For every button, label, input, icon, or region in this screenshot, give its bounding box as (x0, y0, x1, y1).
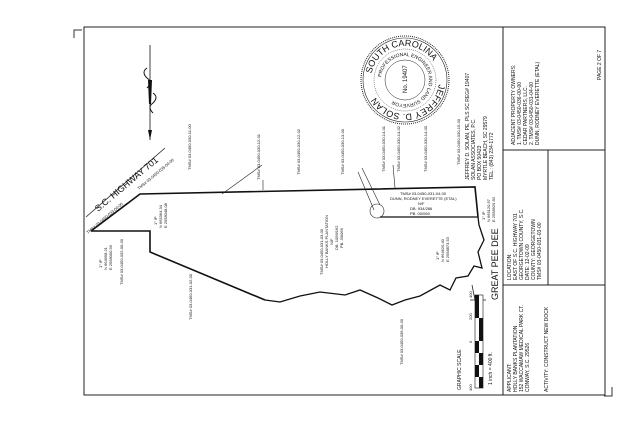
svg-text:DB. 934/286: DB. 934/286 (410, 206, 433, 211)
page-number: PAGE 2 OF 7 (597, 50, 603, 80)
svg-text:PO BOX 50423: PO BOX 50423 (477, 145, 483, 180)
svg-text:1" IP: 1" IP (98, 259, 103, 268)
svg-text:200: 200 (468, 313, 473, 320)
svg-text:SOLAN ASSOCIATES, P.C.: SOLAN ASSOCIATES, P.C. (471, 118, 477, 180)
dunn-parcel-label: TMS# 03-0450-031-04-00 DUNN, RODNEY EVER… (390, 191, 457, 216)
north-arrow-icon (143, 45, 157, 140)
svg-text:N/F: N/F (329, 238, 334, 245)
svg-text:PB. 30/069: PB. 30/069 (339, 227, 344, 248)
svg-text:1. TMS# 03-0450-036-00-00: 1. TMS# 03-0450-036-00-00 (517, 82, 523, 145)
highway-line (85, 147, 166, 218)
tms-label: TMS# 03-0450-030-14-02 (396, 125, 401, 172)
svg-text:TMS# 03-0450-031-03-00: TMS# 03-0450-031-03-00 (319, 228, 324, 275)
shoreline (264, 216, 485, 306)
tms-label: TMS# 03-0450-030-15-00 (456, 118, 461, 165)
seal-number: No. 19407 (403, 65, 409, 93)
surveyor-info: JEFFREY D. SOLAN, PE, PLS SC REG# 19407 … (465, 73, 495, 180)
svg-text:N 664958.21: N 664958.21 (103, 246, 108, 270)
graphic-scale: GRAPHIC SCALE 400 0 200 400 1 inch = 400… (457, 291, 494, 391)
lot-line (392, 164, 396, 189)
svg-text:E 2558929.50: E 2558929.50 (491, 196, 496, 222)
svg-text:COUNTY: GEORGETOWN: COUNTY: GEORGETOWN (531, 219, 537, 280)
iron-pin-label: 1" IP N 664620.40 E 2558873.53 (435, 236, 450, 262)
svg-text:HOLLY BANKS PLANTATION: HOLLY BANKS PLANTATION (513, 325, 519, 392)
svg-text:TMS# 03-0450-031-04-00: TMS# 03-0450-031-04-00 (400, 191, 447, 196)
tms-label: TMS# 03-0450-030-12-02 (296, 128, 301, 175)
svg-text:2. TMS# 03-0450-031-04-00: 2. TMS# 03-0450-031-04-00 (529, 82, 535, 145)
svg-text:CEDAR PARTNERS, LLC.: CEDAR PARTNERS, LLC. (523, 86, 529, 145)
tms-label: TMS# 03-0450-030-14-01 (381, 125, 386, 172)
iron-pin-label: 1" IP N 664958.21 E 2558000.93 (98, 244, 113, 270)
access-path (357, 167, 381, 211)
svg-text:DUNN, RODNEY EVERETTE (ETAL): DUNN, RODNEY EVERETTE (ETAL) (390, 196, 457, 201)
svg-text:JEFFREY D. SOLAN, PE, PLS S: JEFFREY D. SOLAN, PE, PLS SC REG# 19407 (465, 73, 471, 180)
svg-text:GRAPHIC SCALE: GRAPHIC SCALE (457, 349, 463, 390)
property-boundary-west (91, 230, 266, 301)
svg-text:PB. 00/060: PB. 00/060 (410, 211, 431, 216)
svg-text:E 2558000.93: E 2558000.93 (108, 244, 113, 270)
svg-text:0: 0 (468, 340, 473, 343)
tms-label: TMS# 03-0450-030-13-00 (340, 128, 345, 175)
lot-line (221, 164, 263, 195)
svg-text:DB. 1056/162: DB. 1056/162 (334, 225, 339, 250)
svg-text:1" IP: 1" IP (153, 216, 158, 225)
svg-text:GEORGETOWN COUNTY, S.C.: GEORGETOWN COUNTY, S.C. (519, 209, 525, 281)
tms-label: TMS# 03-0450-032-00-00 (119, 238, 124, 285)
svg-text:APPLICANT:: APPLICANT: (507, 363, 513, 392)
svg-text:DUNN, RODNEY EVERETTE (ETAL): DUNN, RODNEY EVERETTE (ETAL) (535, 62, 541, 145)
svg-text:LOCATION:: LOCATION: (507, 253, 513, 280)
tms-label: TMS# 03-0450-036-00-00 (399, 318, 404, 365)
svg-text:1" IP: 1" IP (481, 211, 486, 220)
corner-mark-bottom-right (604, 387, 613, 397)
corner-mark-top-left (73, 29, 82, 38)
svg-text:N/F: N/F (418, 201, 425, 206)
svg-text:N 664620.40: N 664620.40 (440, 238, 445, 262)
svg-text:152 WACCAMAW MEDICAL PARK CT.: 152 WACCAMAW MEDICAL PARK CT. (519, 305, 525, 392)
svg-text:TMS# 03-0450-031-03-00: TMS# 03-0450-031-03-00 (537, 222, 543, 280)
svg-text:1" IP: 1" IP (435, 251, 440, 260)
svg-text:E 2558048.08: E 2558048.08 (163, 202, 168, 228)
drawing-frame (83, 26, 606, 396)
svg-text:DATE: 12-02-09: DATE: 12-02-09 (525, 244, 531, 280)
tms-label: TMS# 03-0450-030-14-00 (423, 125, 428, 172)
iron-pin-label: 1" IP N 665364.34 E 2558048.08 (153, 202, 168, 228)
svg-text:400: 400 (468, 291, 473, 298)
location-info: LOCATION: EAST OF S.C. HIGHWAY 701 GEORG… (507, 209, 543, 281)
river-label: GREAT PEE DEE (490, 228, 500, 300)
svg-text:400: 400 (468, 384, 473, 391)
adjacent-owners: ADJACENT PROPERTY OWNERS: 1. TMS# 03-045… (511, 62, 541, 145)
tms-label: TMS# 03-0450-030-12-01 (256, 133, 261, 180)
svg-text:1 inch = 400 ft.: 1 inch = 400 ft. (488, 352, 494, 385)
svg-text:ADJACENT PROPERTY OWNERS:: ADJACENT PROPERTY OWNERS: (511, 65, 517, 145)
tms-label: TMS# 03-0450-031-02-00 (188, 273, 193, 320)
svg-text:N 665364.34: N 665364.34 (158, 204, 163, 228)
holly-banks-parcel-label: TMS# 03-0450-031-03-00 HOLLY BANKS PLANT… (319, 215, 344, 275)
svg-text:E 2558873.53: E 2558873.53 (445, 236, 450, 262)
surveyor-seal: SOUTH CAROLINA JEFFREY D. SOLAN PROFESSI… (360, 35, 450, 125)
svg-text:TEL.: (843) 234-1772: TEL.: (843) 234-1772 (489, 132, 495, 180)
property-boundary-north (90, 186, 479, 232)
svg-text:EAST OF S.C. HIGHWAY 701: EAST OF S.C. HIGHWAY 701 (513, 213, 519, 280)
svg-text:N 665120.57: N 665120.57 (486, 198, 491, 222)
turnaround-circle (369, 203, 385, 219)
tms-label: TMS# 03-0450-030-11-00 (187, 123, 192, 170)
svg-text:HOLLY BANKS PLANTATION: HOLLY BANKS PLANTATION (324, 215, 329, 268)
iron-pin-label: 1" IP N 665120.57 E 2558929.50 (481, 196, 496, 222)
activity-info: ACTIVITY: CONSTRUCT NEW DOCK (544, 306, 550, 392)
applicant-info: APPLICANT: HOLLY BANKS PLANTATION 152 WA… (507, 305, 531, 392)
svg-text:CONWAY, S.C. 29526: CONWAY, S.C. 29526 (525, 343, 531, 392)
svg-text:MYRTLE BEACH, SC 29579: MYRTLE BEACH, SC 29579 (483, 116, 489, 180)
